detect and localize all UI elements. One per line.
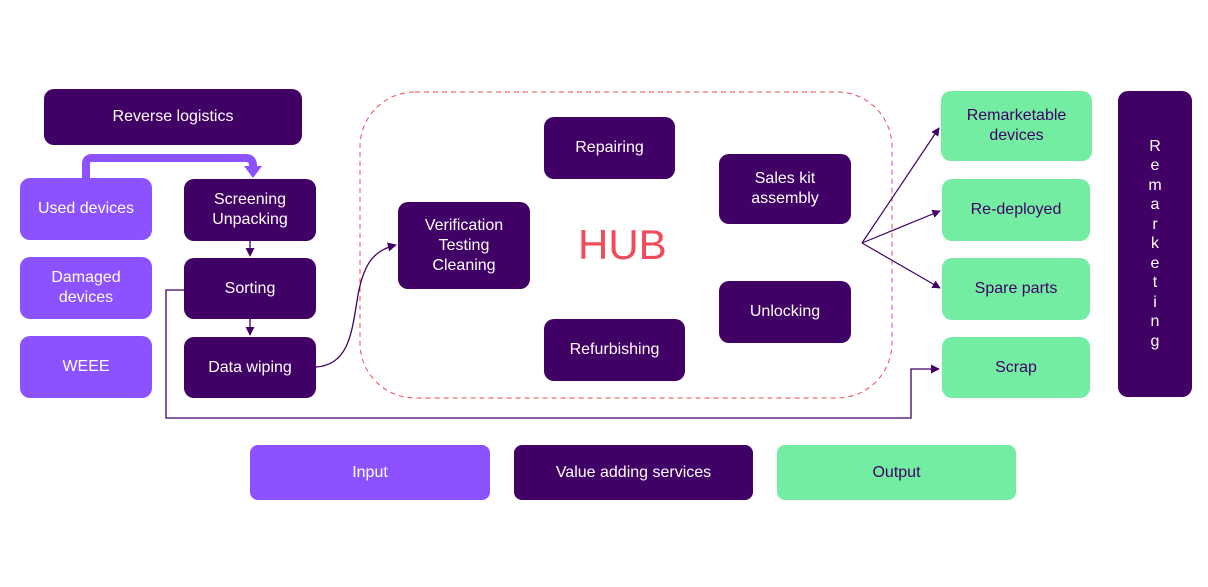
used-to-screening-arrowhead <box>244 166 262 178</box>
output-remarketable-devices: Remarketable devices <box>941 91 1092 161</box>
hub-to-redeployed-arrow <box>861 209 941 244</box>
reverse-logistics-box: Reverse logistics <box>44 89 302 145</box>
sorting-label: Sorting <box>224 279 276 297</box>
legend-value-adding-label: Value adding services <box>555 463 712 481</box>
reverse-logistics-label: Reverse logistics <box>112 108 234 125</box>
remarketable-label: Remarketable devices <box>966 107 1067 144</box>
remarketing-letter: m <box>1148 176 1162 194</box>
sales-kit-label: Sales kit assembly <box>751 170 819 207</box>
hub-sales-kit-assembly: Sales kit assembly <box>719 154 851 224</box>
legend-input: Input <box>250 445 490 500</box>
repairing-label: Repairing <box>575 139 644 156</box>
hub-to-spare-parts-arrow <box>861 242 941 289</box>
wiping-to-verification-arrow <box>315 242 397 368</box>
hub-unlocking: Unlocking <box>719 281 851 343</box>
sorting-to-scrap-arrow <box>165 289 940 419</box>
process-screening: Screening Unpacking <box>184 179 316 241</box>
process-data-wiping: Data wiping <box>184 337 316 398</box>
data-wiping-label: Data wiping <box>208 358 292 376</box>
remarketing-letter: n <box>1150 313 1160 331</box>
process-sorting: Sorting <box>184 258 316 319</box>
input-used-devices: Used devices <box>20 178 152 240</box>
screening-label: Screening Unpacking <box>212 191 288 228</box>
used-devices-label: Used devices <box>37 200 135 217</box>
remarketing-letter: i <box>1153 293 1157 311</box>
unlocking-label: Unlocking <box>749 303 821 320</box>
legend-output-label: Output <box>872 463 921 481</box>
remarketing-letter: k <box>1151 235 1159 253</box>
hub-boundary <box>359 91 893 399</box>
damaged-devices-label: Damaged devices <box>51 269 121 306</box>
legend-value-adding-services: Value adding services <box>514 445 753 500</box>
refurbishing-label: Refurbishing <box>569 341 660 358</box>
spare-parts-label: Spare parts <box>974 280 1058 297</box>
remarketing-letter: R <box>1149 137 1161 155</box>
remarketing-letter: e <box>1150 254 1160 272</box>
redeployed-label: Re-deployed <box>970 201 1062 218</box>
hub-verification: Verification Testing Cleaning <box>398 202 530 289</box>
remarketing-letter: g <box>1150 332 1160 350</box>
remarketing-letter: t <box>1152 274 1158 292</box>
hub-refurbishing: Refurbishing <box>544 319 685 381</box>
hub-label: HUB <box>578 221 667 268</box>
output-spare-parts: Spare parts <box>942 258 1090 320</box>
used-to-screening-arrow <box>82 154 257 178</box>
weee-label: WEEE <box>62 358 110 375</box>
input-damaged-devices: Damaged devices <box>20 257 152 319</box>
input-weee: WEEE <box>20 336 152 398</box>
legend-input-label: Input <box>352 463 388 481</box>
remarketing-letter: e <box>1150 157 1160 175</box>
output-redeployed: Re-deployed <box>942 179 1090 241</box>
hub-to-remarketable-arrow <box>861 127 940 244</box>
legend-output: Output <box>777 445 1016 500</box>
scrap-label: Scrap <box>995 358 1037 376</box>
remarketing-letter: a <box>1150 196 1160 214</box>
hub-repairing: Repairing <box>544 117 675 179</box>
verification-label: Verification Testing Cleaning <box>424 216 504 274</box>
remarketing-letter: r <box>1152 215 1158 233</box>
output-scrap: Scrap <box>942 337 1090 398</box>
